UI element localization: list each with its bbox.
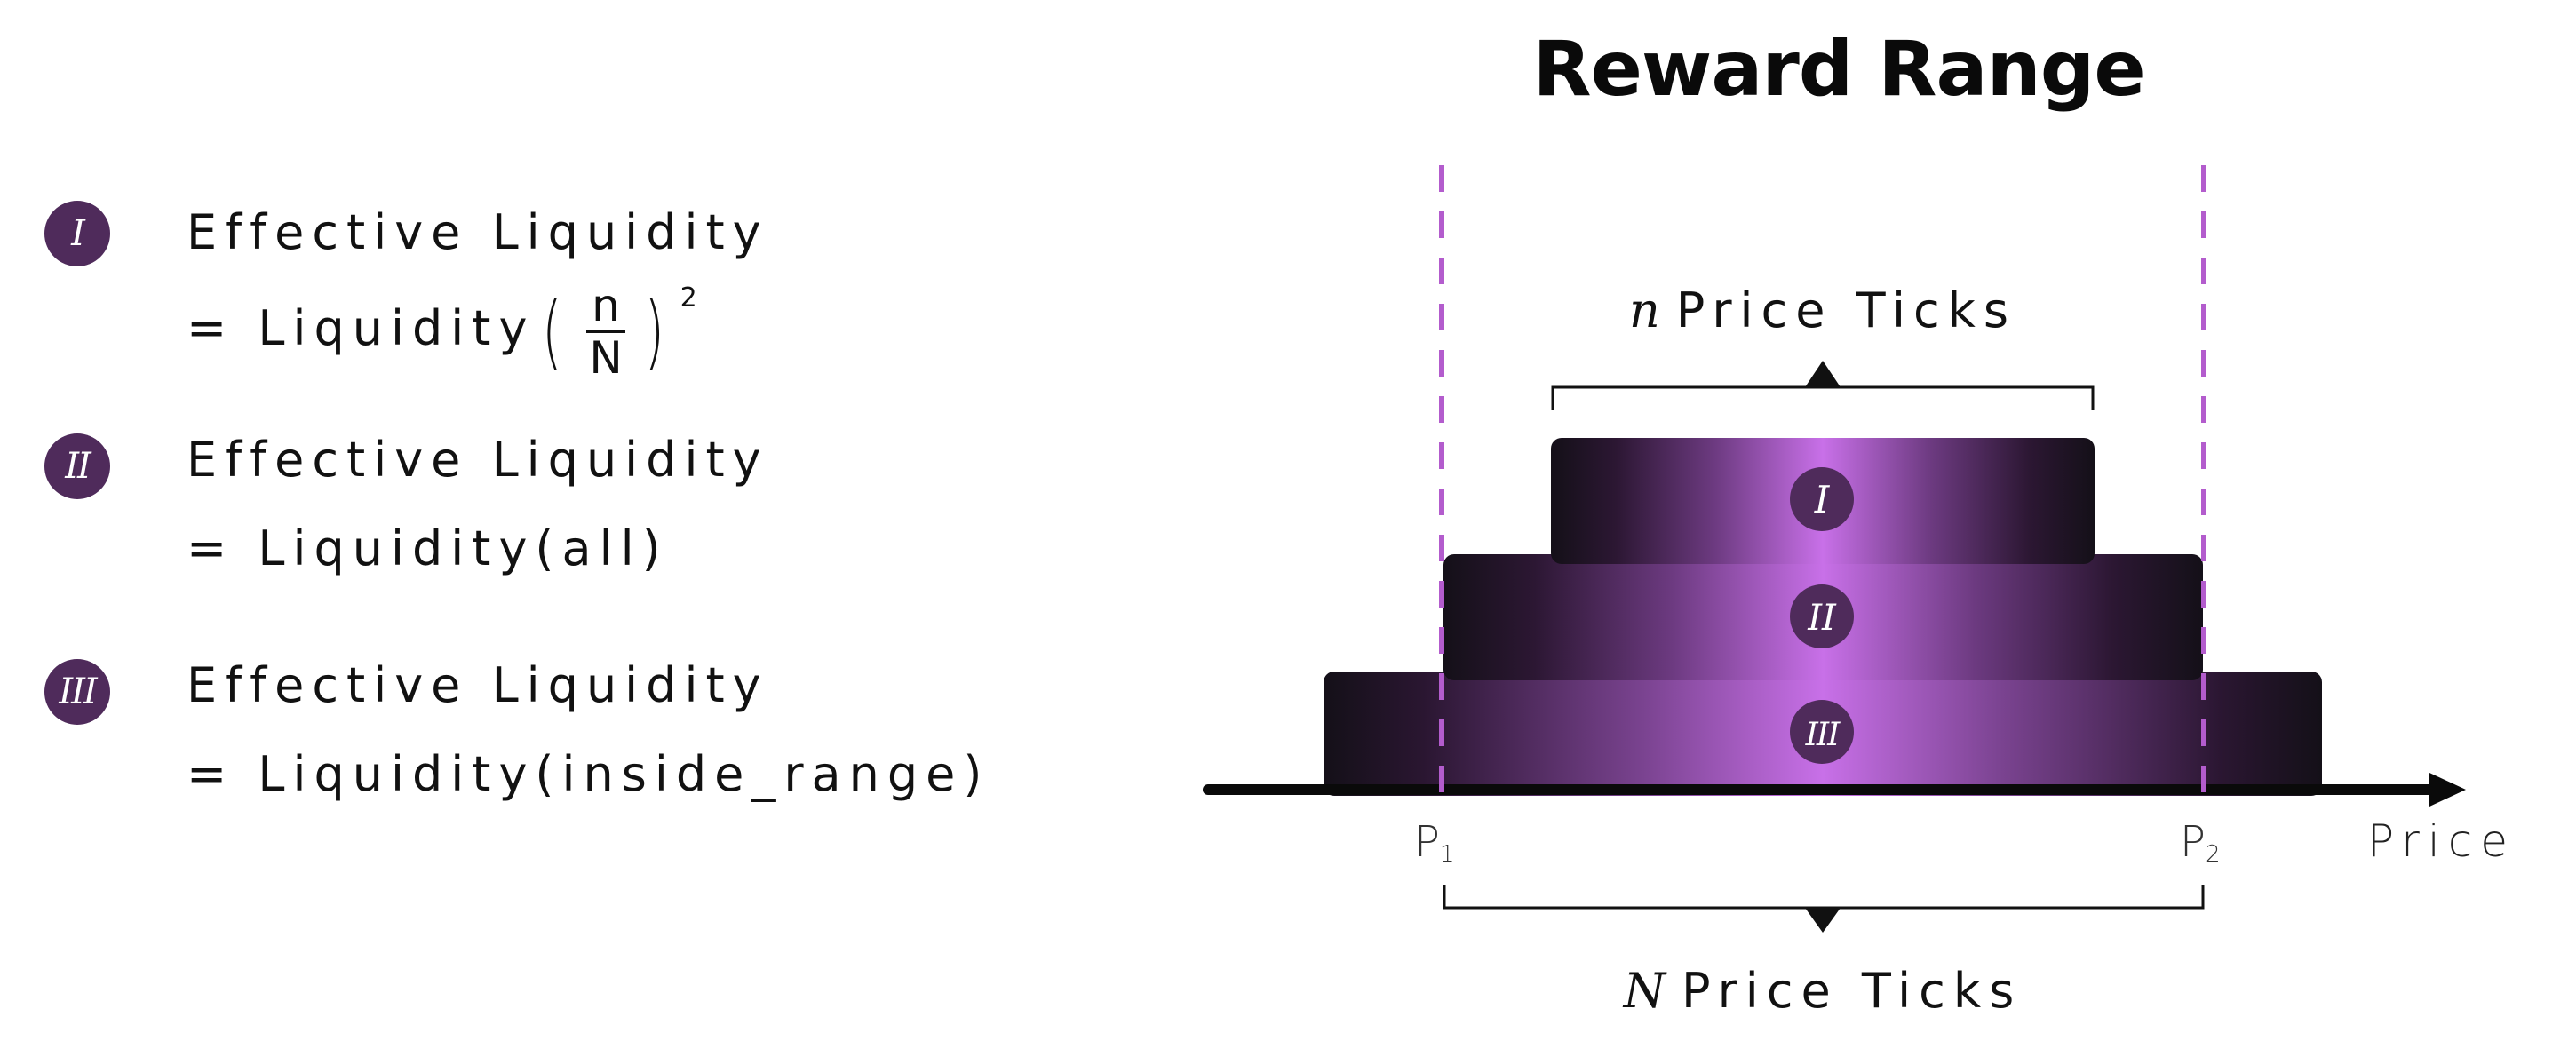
top-tick-text: Price Ticks bbox=[1675, 282, 2017, 338]
bottom-tick-text: Price Ticks bbox=[1681, 963, 2023, 1019]
legend-iii-line1: Effective Liquidity bbox=[187, 657, 769, 713]
layer-badge-iii-circle bbox=[1790, 700, 1854, 764]
top-bracket-arrow bbox=[1805, 361, 1841, 387]
diagram-title: Reward Range bbox=[1532, 25, 2145, 114]
exponent: 2 bbox=[680, 282, 697, 314]
p2-subscript: 2 bbox=[2205, 841, 2221, 868]
p1-label: P1 bbox=[1414, 817, 1455, 868]
bottom-bracket bbox=[1443, 885, 2205, 910]
legend-ii-line2: = Liquidity(all) bbox=[187, 521, 669, 576]
badge-i: I bbox=[44, 201, 110, 266]
top-tick-label: n Price Ticks bbox=[1467, 282, 2178, 338]
fraction-denominator: N bbox=[589, 332, 623, 384]
legend-iii-line2: = Liquidity(inside_range) bbox=[187, 746, 990, 802]
legend-i-line1: Effective Liquidity bbox=[187, 204, 769, 260]
p2-label: P2 bbox=[2180, 817, 2221, 868]
top-tick-var: n bbox=[1628, 282, 1660, 338]
layer-badge-ii: II bbox=[1807, 598, 1837, 639]
bottom-bracket-arrow bbox=[1805, 908, 1841, 933]
price-axis-label: Price bbox=[2367, 815, 2516, 867]
badge-iii: III bbox=[44, 659, 110, 725]
layer-badge-ii-circle bbox=[1790, 584, 1854, 648]
legend-i-prefix: = Liquidity bbox=[187, 300, 536, 357]
layer-badge-iii: III bbox=[1805, 717, 1841, 753]
fraction-numerator: n bbox=[586, 281, 625, 333]
price-axis-arrowhead bbox=[2429, 773, 2466, 807]
bottom-tick-label: N Price Ticks bbox=[1467, 963, 2178, 1019]
p1-subscript: 1 bbox=[1439, 841, 1455, 868]
badge-ii: II bbox=[44, 433, 110, 499]
legend-ii-line1: Effective Liquidity bbox=[187, 432, 769, 488]
bottom-tick-var: N bbox=[1623, 963, 1666, 1019]
top-bracket bbox=[1551, 385, 2095, 410]
layer-badge-i: I bbox=[1814, 478, 1831, 521]
layer-badge-i-circle bbox=[1790, 467, 1854, 531]
